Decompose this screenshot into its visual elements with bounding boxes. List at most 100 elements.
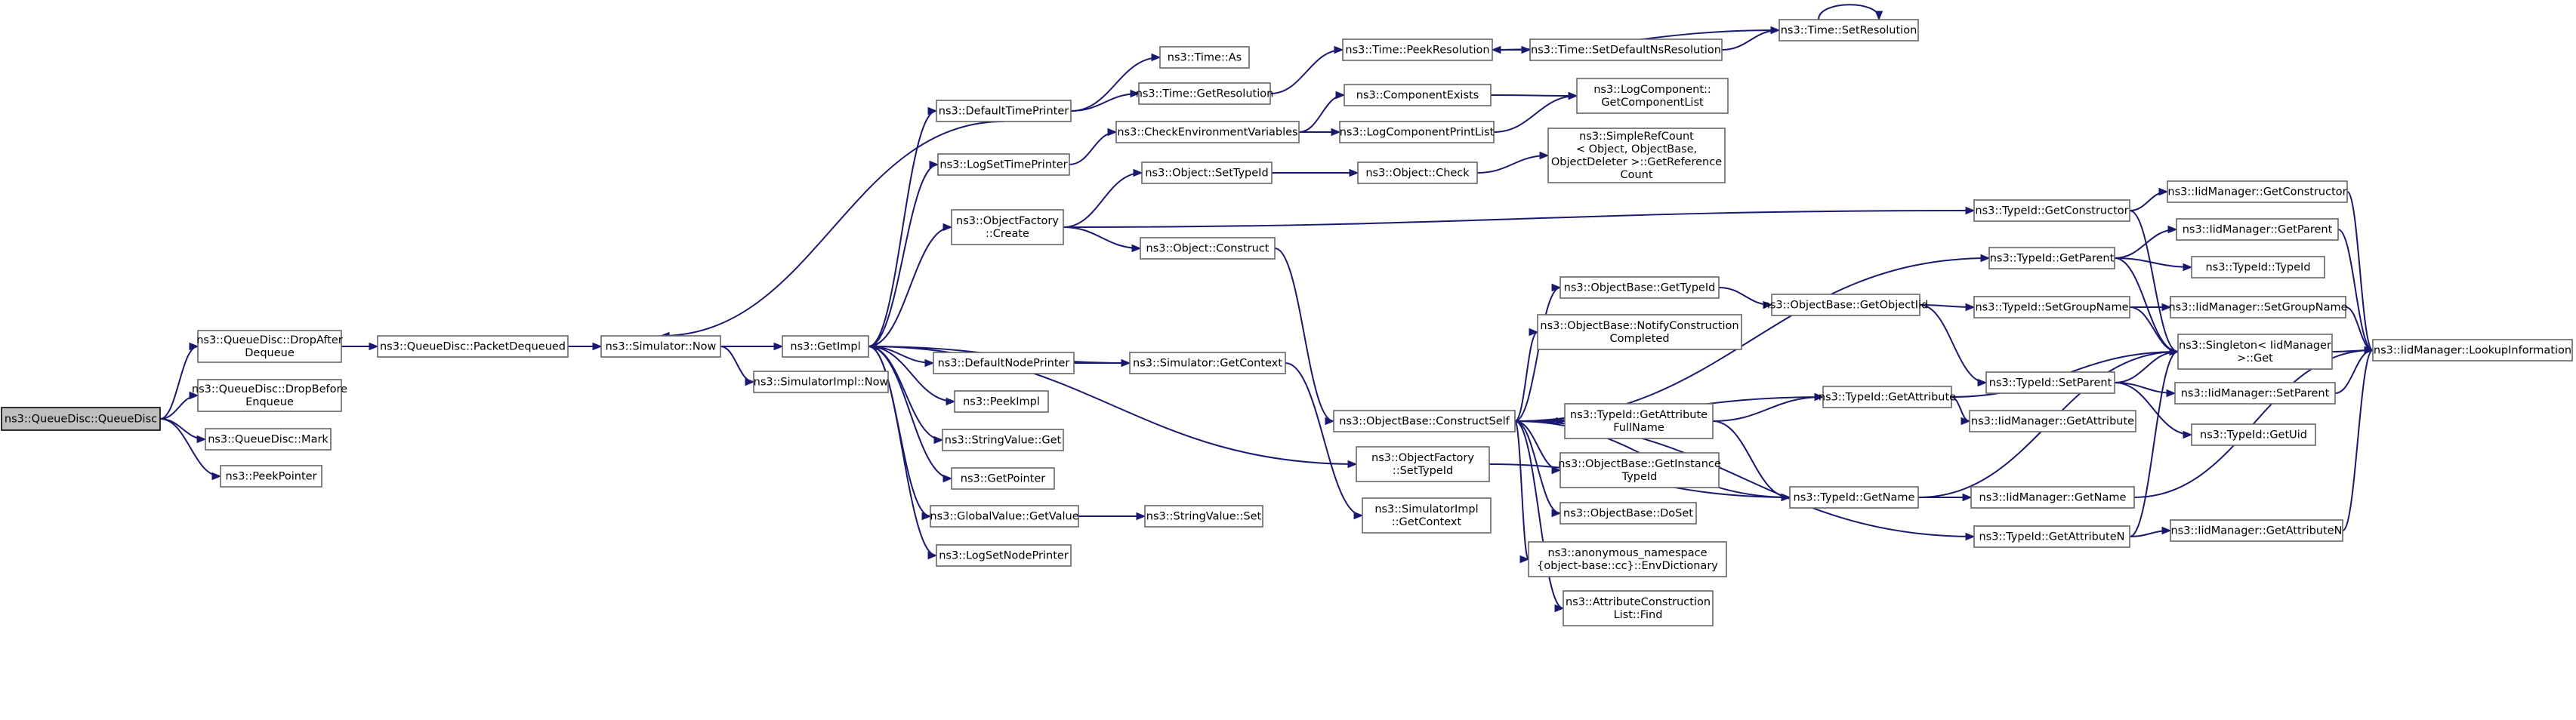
arrow-head xyxy=(1529,328,1539,337)
function-node[interactable]: ns3::Simulator::Now xyxy=(600,335,721,358)
function-node[interactable]: ns3::TypeId::GetParent xyxy=(1988,247,2115,269)
function-node[interactable]: ns3::TypeId::GetConstructor xyxy=(1973,199,2130,222)
call-edge xyxy=(1299,128,1341,137)
function-node[interactable]: ns3::ObjectBase::DoSet xyxy=(1559,502,1697,525)
function-node[interactable]: ns3::IidManager::LookupInformation xyxy=(2372,339,2573,362)
call-edge xyxy=(1476,151,1550,174)
function-node[interactable]: ns3::anonymous_namespace{object-base::cc… xyxy=(1528,541,1727,577)
function-node[interactable]: ns3::LogSetNodePrinter xyxy=(936,544,1072,567)
call-edge xyxy=(2129,187,2169,211)
function-node[interactable]: ns3::IidManager::SetGroupName xyxy=(2168,296,2348,318)
node-label: ns3::Time::GetResolution xyxy=(1136,88,1274,100)
edge-line xyxy=(1514,331,1538,422)
function-node[interactable]: ns3::Object::SetTypeId xyxy=(1141,162,1273,184)
arrow-head xyxy=(927,551,938,560)
node-label: ::Create xyxy=(986,228,1029,240)
function-node[interactable]: ns3::IidManager::GetAttribute xyxy=(1969,410,2136,432)
function-node[interactable]: ns3::TypeId::GetUid xyxy=(2191,423,2316,446)
function-node[interactable]: ns3::DefaultTimePrinter xyxy=(936,100,1072,122)
function-node[interactable]: ns3::PeekImpl xyxy=(954,390,1049,413)
node-box xyxy=(1333,410,1516,432)
function-node[interactable]: ns3::ObjectBase::ConstructSelf xyxy=(1333,410,1516,432)
function-node[interactable]: ns3::TypeId::TypeId xyxy=(2191,256,2325,278)
node-label: ns3::SimpleRefCount xyxy=(1579,131,1694,143)
function-node[interactable]: ns3::GetPointer xyxy=(951,467,1055,490)
edge-line xyxy=(1269,49,1344,94)
function-node[interactable]: ns3::GetImpl xyxy=(782,335,869,358)
arrow-head xyxy=(924,358,935,368)
node-label: ns3::TypeId::GetAttribute xyxy=(1570,409,1708,421)
function-node[interactable]: ns3::Time::SetDefaultNsResolution xyxy=(1529,38,1723,61)
function-node[interactable]: ns3::IidManager::GetConstructor xyxy=(2167,180,2348,203)
function-node[interactable]: ns3::Object::Check xyxy=(1357,162,1478,184)
edge-line xyxy=(2129,210,2179,352)
function-node[interactable]: ns3::TypeId::GetAttribute xyxy=(1819,386,1956,408)
function-node[interactable]: ns3::TypeId::SetParent xyxy=(1985,371,2115,394)
function-node[interactable]: ns3::ObjectFactory::SetTypeId xyxy=(1356,446,1490,482)
function-node[interactable]: ns3::SimpleRefCount< Object, ObjectBase,… xyxy=(1547,128,1726,183)
function-node[interactable]: ns3::PeekPointer xyxy=(220,465,322,488)
edge-line xyxy=(868,346,952,479)
node-label: ns3::SimulatorImpl xyxy=(1374,503,1478,515)
function-node[interactable]: ns3::TypeId::GetAttributeN xyxy=(1973,525,2130,548)
node-box xyxy=(1789,486,1919,509)
function-node[interactable]: ns3::ComponentExists xyxy=(1344,84,1492,106)
function-node[interactable]: ns3::StringValue::Get xyxy=(942,429,1064,451)
call-edge xyxy=(1919,304,1988,387)
edge-line xyxy=(660,121,1004,337)
edge-line xyxy=(868,110,937,347)
node-label: ns3::Time::SetResolution xyxy=(1781,25,1917,37)
function-node[interactable]: ns3::TypeId::GetName xyxy=(1789,486,1919,509)
function-node[interactable]: ns3::Time::SetResolution xyxy=(1779,19,1919,42)
function-node[interactable]: ns3::StringValue::Set xyxy=(1144,505,1263,528)
function-node[interactable]: ns3::ObjectBase::NotifyConstructionCompl… xyxy=(1537,314,1742,350)
call-edge xyxy=(868,160,939,347)
function-node[interactable]: ns3::SimulatorImpl::Now xyxy=(753,371,889,393)
node-label: ns3::QueueDisc::DropBefore xyxy=(192,383,347,395)
function-node[interactable]: ns3::ObjectBase::GetTypeId xyxy=(1559,276,1720,299)
node-box xyxy=(205,428,332,451)
function-node[interactable]: ns3::TypeId::SetGroupName xyxy=(1973,296,2130,318)
function-node[interactable]: ns3::LogSetTimePrinter xyxy=(937,153,1070,176)
function-node[interactable]: ns3::QueueDisc::PacketDequeued xyxy=(377,335,569,358)
arrow-head xyxy=(2166,389,2176,398)
node-box xyxy=(1988,247,2115,269)
function-node[interactable]: ns3::IidManager::GetParent xyxy=(2176,218,2339,241)
node-label: ns3::Time::As xyxy=(1168,52,1242,64)
function-node[interactable]: ns3::LogComponentPrintList xyxy=(1339,121,1495,143)
call-edge xyxy=(2114,347,2180,383)
function-node[interactable]: ns3::Time::As xyxy=(1159,46,1250,69)
function-node[interactable]: ns3::CheckEnvironmentVariables xyxy=(1115,121,1300,143)
edge-line xyxy=(720,346,754,383)
node-label: ns3::Simulator::Now xyxy=(606,341,717,353)
arrow-head xyxy=(2169,347,2180,356)
call-edge xyxy=(1514,420,1565,613)
function-node[interactable]: ns3::GlobalValue::GetValue xyxy=(930,505,1079,528)
node-label: ns3::IidManager::GetConstructor xyxy=(2167,186,2346,198)
function-node[interactable]: ns3::ObjectFactory::Create xyxy=(951,209,1064,245)
function-node[interactable]: ns3::QueueDisc::QueueDisc xyxy=(1,407,161,431)
function-node[interactable]: ns3::Singleton< IidManager>::Get xyxy=(2177,334,2333,370)
function-node[interactable]: ns3::IidManager::GetAttributeN xyxy=(2170,519,2343,542)
function-node[interactable]: ns3::Time::PeekResolution xyxy=(1342,38,1493,61)
call-edge xyxy=(1718,287,1773,309)
node-label: ns3::GetPointer xyxy=(961,473,1046,485)
function-node[interactable]: ns3::IidManager::GetName xyxy=(1970,486,2135,509)
function-node[interactable]: ns3::DefaultNodePrinter xyxy=(933,352,1075,374)
function-node[interactable]: ns3::Simulator::GetContext xyxy=(1129,352,1286,374)
function-node[interactable]: ns3::LogComponent::GetComponentList xyxy=(1576,78,1729,114)
function-node[interactable]: ns3::SimulatorImpl::GetContext xyxy=(1362,497,1492,534)
function-node[interactable]: ns3::ObjectBase::GetObjectIid xyxy=(1763,294,1929,316)
edge-line xyxy=(1070,93,1140,112)
function-node[interactable]: ns3::Time::GetResolution xyxy=(1136,82,1274,105)
function-node[interactable]: ns3::Object::Construct xyxy=(1140,237,1276,260)
arrow-head xyxy=(1965,206,1976,215)
function-node[interactable]: ns3::IidManager::SetParent xyxy=(2174,382,2336,405)
node-label: ns3::QueueDisc::QueueDisc xyxy=(5,414,157,426)
function-node[interactable]: ns3::QueueDisc::Mark xyxy=(205,428,332,451)
